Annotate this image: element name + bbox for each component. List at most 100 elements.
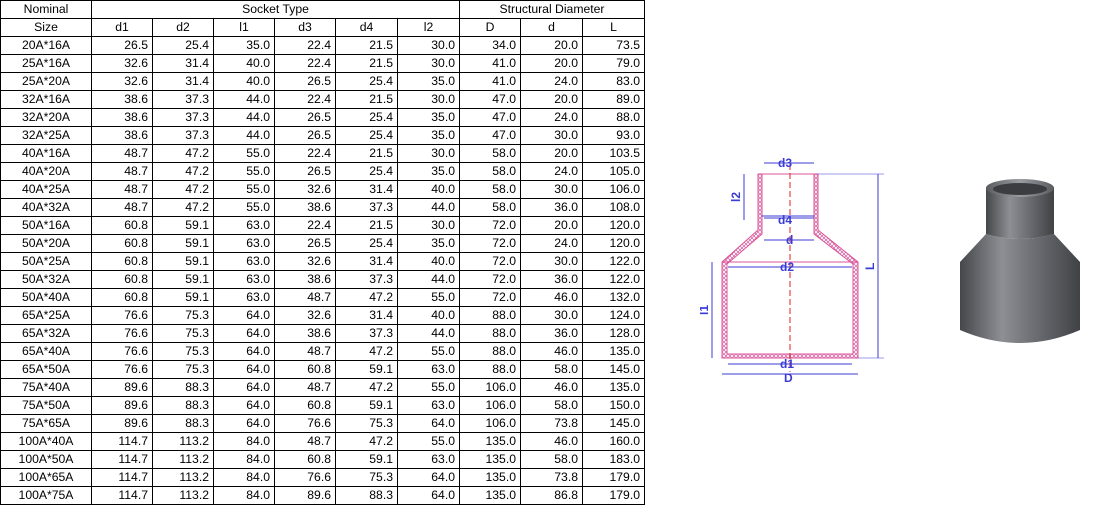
value-cell: 64.0 <box>213 360 275 379</box>
value-cell: 47.2 <box>335 432 398 451</box>
value-cell: 20.0 <box>520 144 583 163</box>
value-cell: 55.0 <box>213 162 275 181</box>
column-header-cell: d1 <box>91 18 153 37</box>
value-cell: 32.6 <box>91 54 153 73</box>
value-cell: 55.0 <box>397 378 460 397</box>
value-cell: 35.0 <box>397 234 460 253</box>
value-cell: 105.0 <box>582 162 645 181</box>
value-cell: 113.2 <box>152 450 214 469</box>
value-cell: 76.6 <box>91 360 153 379</box>
column-header-cell: l1 <box>213 18 275 37</box>
value-cell: 64.0 <box>397 486 460 505</box>
value-cell: 30.0 <box>397 36 460 55</box>
value-cell: 38.6 <box>274 270 336 289</box>
column-header-cell: d4 <box>335 18 398 37</box>
value-cell: 48.7 <box>274 432 336 451</box>
value-cell: 41.0 <box>459 72 521 91</box>
value-cell: 30.0 <box>520 180 583 199</box>
size-cell: 75A*50A <box>0 396 92 415</box>
label-D: D <box>784 371 793 385</box>
value-cell: 38.6 <box>274 198 336 217</box>
value-cell: 24.0 <box>520 108 583 127</box>
size-cell: 100A*40A <box>0 432 92 451</box>
value-cell: 122.0 <box>582 270 645 289</box>
value-cell: 44.0 <box>213 90 275 109</box>
value-cell: 89.6 <box>91 378 153 397</box>
value-cell: 183.0 <box>582 450 645 469</box>
value-cell: 114.7 <box>91 432 153 451</box>
value-cell: 84.0 <box>213 468 275 487</box>
value-cell: 64.0 <box>213 342 275 361</box>
value-cell: 35.0 <box>397 72 460 91</box>
value-cell: 135.0 <box>459 450 521 469</box>
value-cell: 35.0 <box>213 36 275 55</box>
value-cell: 64.0 <box>213 324 275 343</box>
size-cell: 50A*40A <box>0 288 92 307</box>
value-cell: 25.4 <box>335 162 398 181</box>
size-cell: 40A*16A <box>0 144 92 163</box>
value-cell: 30.0 <box>397 90 460 109</box>
value-cell: 59.1 <box>335 450 398 469</box>
value-cell: 31.4 <box>152 54 214 73</box>
value-cell: 41.0 <box>459 54 521 73</box>
size-cell: 20A*16A <box>0 36 92 55</box>
value-cell: 48.7 <box>274 288 336 307</box>
column-header-cell: d <box>520 18 583 37</box>
size-cell: 32A*25A <box>0 126 92 145</box>
value-cell: 36.0 <box>520 198 583 217</box>
value-cell: 135.0 <box>582 342 645 361</box>
value-cell: 106.0 <box>459 378 521 397</box>
value-cell: 30.0 <box>397 54 460 73</box>
value-cell: 135.0 <box>459 432 521 451</box>
value-cell: 89.6 <box>91 396 153 415</box>
value-cell: 88.3 <box>152 378 214 397</box>
value-cell: 72.0 <box>459 252 521 271</box>
value-cell: 75.3 <box>152 324 214 343</box>
value-cell: 58.0 <box>520 450 583 469</box>
value-cell: 76.6 <box>91 342 153 361</box>
value-cell: 55.0 <box>213 180 275 199</box>
value-cell: 59.1 <box>152 234 214 253</box>
value-cell: 20.0 <box>520 36 583 55</box>
group-header-cell: Socket Type <box>91 0 460 19</box>
label-l2: l2 <box>729 192 743 202</box>
value-cell: 88.3 <box>152 414 214 433</box>
value-cell: 132.0 <box>582 288 645 307</box>
value-cell: 38.6 <box>274 324 336 343</box>
value-cell: 63.0 <box>213 216 275 235</box>
value-cell: 25.4 <box>335 72 398 91</box>
value-cell: 30.0 <box>520 252 583 271</box>
column-header-cell: d3 <box>274 18 336 37</box>
value-cell: 55.0 <box>397 342 460 361</box>
value-cell: 150.0 <box>582 396 645 415</box>
value-cell: 89.6 <box>274 486 336 505</box>
value-cell: 26.5 <box>274 126 336 145</box>
value-cell: 48.7 <box>91 180 153 199</box>
value-cell: 55.0 <box>213 144 275 163</box>
value-cell: 47.2 <box>152 198 214 217</box>
value-cell: 88.0 <box>459 324 521 343</box>
value-cell: 76.6 <box>274 468 336 487</box>
value-cell: 31.4 <box>335 306 398 325</box>
value-cell: 84.0 <box>213 432 275 451</box>
size-cell: 75A*40A <box>0 378 92 397</box>
value-cell: 160.0 <box>582 432 645 451</box>
value-cell: 26.5 <box>274 108 336 127</box>
label-d2: d2 <box>780 260 794 274</box>
value-cell: 63.0 <box>213 252 275 271</box>
value-cell: 84.0 <box>213 486 275 505</box>
value-cell: 89.6 <box>91 414 153 433</box>
value-cell: 21.5 <box>335 144 398 163</box>
value-cell: 113.2 <box>152 432 214 451</box>
